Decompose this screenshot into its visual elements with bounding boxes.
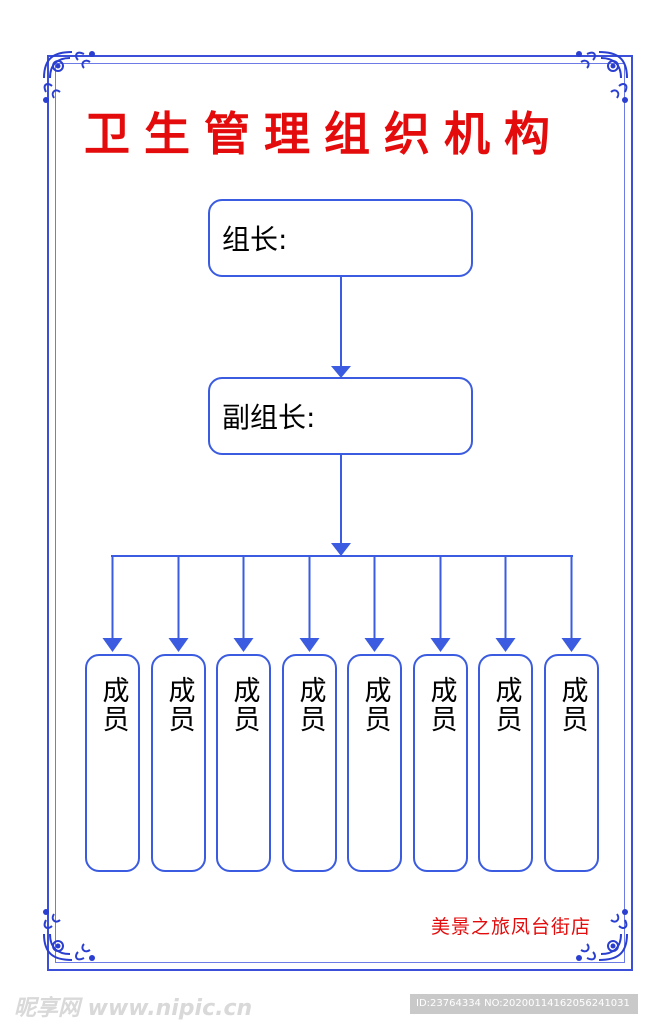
member-box: 成员 — [347, 654, 402, 872]
member-label: 成员 — [556, 676, 588, 734]
member-label: 成员 — [425, 676, 457, 734]
member-label: 成员 — [163, 676, 195, 734]
arrow-head-icon — [561, 638, 582, 652]
arrow-head-icon — [233, 638, 254, 652]
arrow-head-icon — [430, 638, 451, 652]
deputy-label: 副组长: — [222, 401, 316, 434]
shop-name: 美景之旅凤台街店 — [430, 916, 591, 938]
outer-frame — [47, 55, 633, 971]
inner-frame — [55, 63, 625, 963]
image-id-bar: ID:23764334 NO:20200114162056241031 — [410, 994, 638, 1014]
leader-label: 组长: — [222, 223, 288, 256]
arrow-head-icon — [331, 366, 351, 378]
arrow-head-icon — [168, 638, 189, 652]
member-box: 成员 — [85, 654, 140, 872]
member-label: 成员 — [294, 676, 326, 734]
page-title: 卫生管理组织机构 — [84, 107, 564, 161]
member-box: 成员 — [216, 654, 271, 872]
corner-ornament-icon — [569, 902, 631, 964]
member-box: 成员 — [282, 654, 337, 872]
corner-ornament-icon — [569, 48, 631, 110]
arrow-head-icon — [331, 543, 351, 556]
watermark-text: 昵享网 www.nipic.cn — [14, 996, 253, 1021]
corner-ornament-icon — [40, 902, 102, 964]
leader-box: 组长: — [208, 199, 473, 277]
arrow-head-icon — [495, 638, 516, 652]
member-label: 成员 — [97, 676, 129, 734]
member-label: 成员 — [490, 676, 522, 734]
member-box: 成员 — [544, 654, 599, 872]
member-label: 成员 — [228, 676, 260, 734]
corner-ornament-icon — [40, 48, 102, 110]
member-box: 成员 — [478, 654, 533, 872]
member-box: 成员 — [413, 654, 468, 872]
member-box: 成员 — [151, 654, 206, 872]
arrow-head-icon — [299, 638, 320, 652]
member-label: 成员 — [359, 676, 391, 734]
deputy-box: 副组长: — [208, 377, 473, 455]
arrow-head-icon — [102, 638, 123, 652]
arrow-head-icon — [364, 638, 385, 652]
